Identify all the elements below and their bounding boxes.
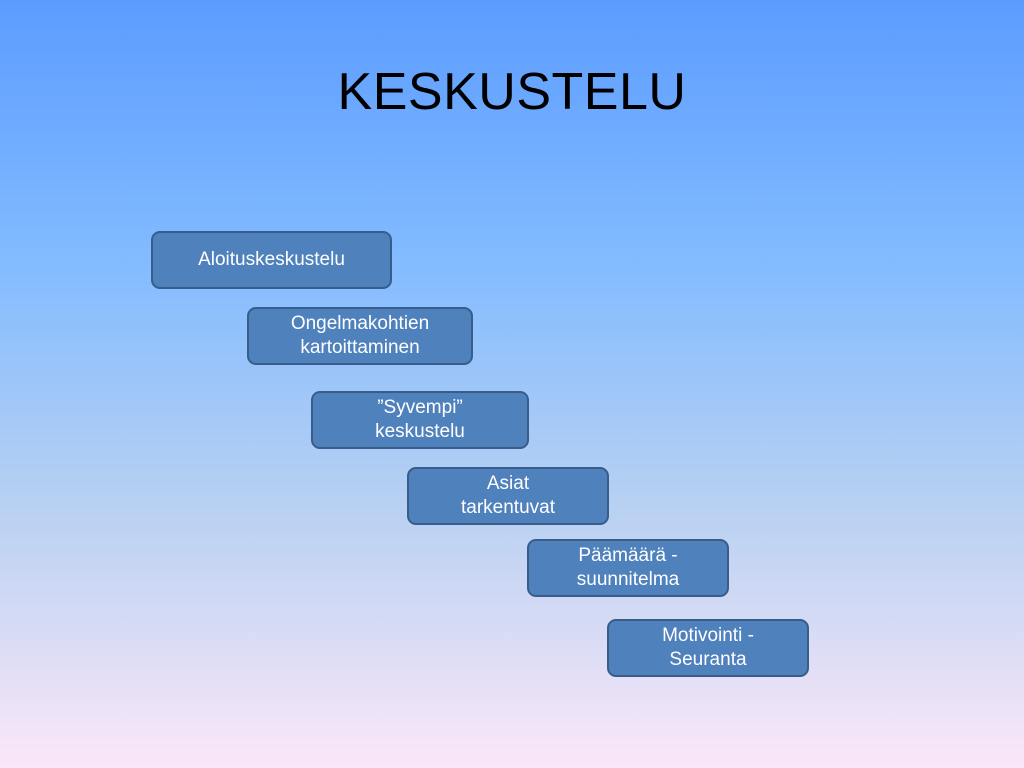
step-label-line: tarkentuvat	[461, 497, 555, 518]
step-box-paamaara-suunnitelma: Päämäärä - suunnitelma	[527, 539, 729, 597]
step-label-line: Päämäärä -	[578, 545, 678, 566]
step-label-line: Motivointi -	[662, 625, 754, 646]
step-box-aloituskeskustelu: Aloituskeskustelu	[151, 231, 392, 289]
step-box-motivointi-seuranta: Motivointi - Seuranta	[607, 619, 809, 677]
step-box-syvempi-keskustelu: ”Syvempi” keskustelu	[311, 391, 529, 449]
step-label-line: kartoittaminen	[300, 337, 420, 358]
step-label-line: keskustelu	[375, 421, 465, 442]
step-box-asiat-tarkentuvat: Asiat tarkentuvat	[407, 467, 609, 525]
step-label-line: suunnitelma	[576, 569, 680, 590]
step-label-line: Seuranta	[669, 649, 747, 670]
step-label-line: Asiat	[486, 473, 530, 494]
slide-title: KESKUSTELU	[337, 63, 687, 121]
step-label-line: Ongelmakohtien	[290, 313, 430, 334]
step-label-line: ”Syvempi”	[377, 397, 463, 418]
step-label-line: Aloituskeskustelu	[198, 249, 345, 270]
step-box-ongelmakohtien-kartoittaminen: Ongelmakohtien kartoittaminen	[247, 307, 473, 365]
